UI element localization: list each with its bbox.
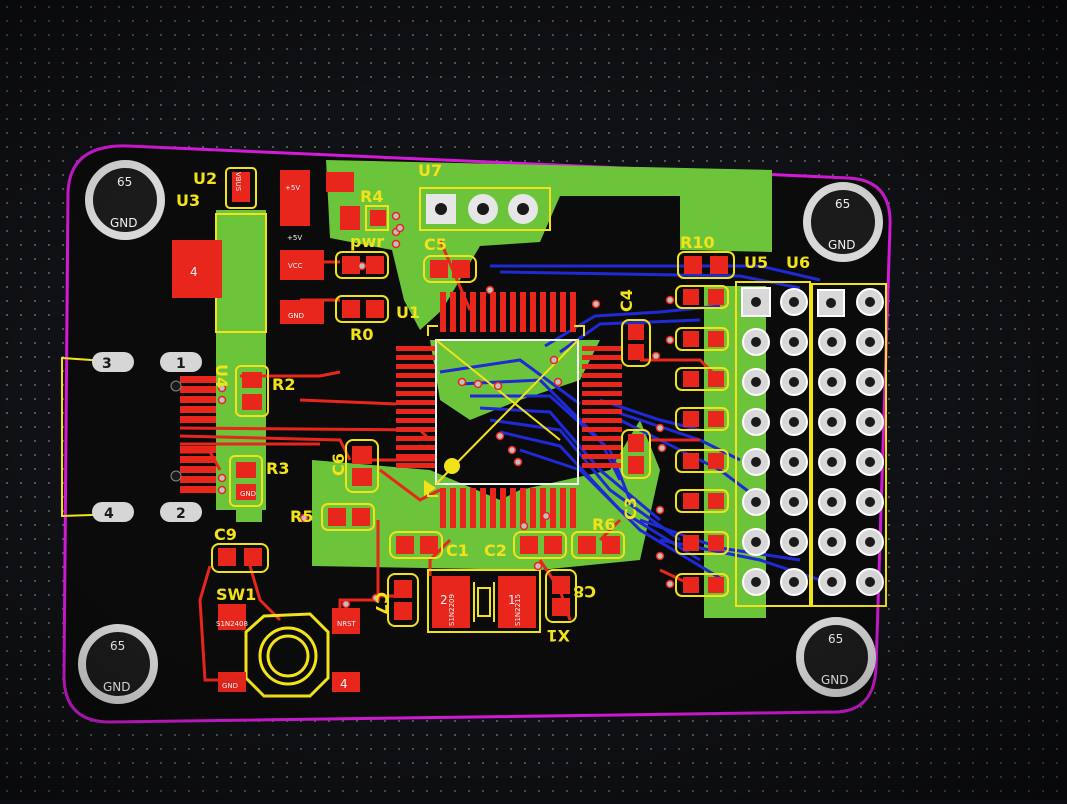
pad-4-b: 4 (340, 677, 348, 691)
label-c3: C3 (621, 497, 640, 520)
hole-bl-label: GND (103, 680, 131, 694)
pad-sw-left: S1N2408 (216, 620, 248, 628)
label-r3: R3 (266, 459, 289, 478)
usb-pin-3: 3 (102, 356, 112, 372)
label-u2: U2 (193, 169, 217, 188)
label-c6: C6 (329, 453, 348, 476)
label-sw1: SW1 (216, 585, 256, 604)
pad-xtal-2: 2 (440, 593, 448, 607)
usb-pin-4: 4 (104, 506, 114, 522)
label-r10: R10 (680, 233, 715, 252)
label-r5: R5 (290, 507, 313, 526)
label-r4: R4 (360, 187, 383, 206)
pad-gnd: GND (288, 312, 304, 320)
hole-tl-net: 65 (117, 175, 132, 189)
pad-gnd-sw: GND (222, 682, 238, 690)
pad-xtal-left: S1N2209 (448, 594, 456, 626)
hole-tl-label: GND (110, 216, 138, 230)
pad-5v-b: +5V (287, 234, 302, 242)
pad-5v-a: +5V (285, 184, 300, 192)
pad-nrst: NRST (337, 620, 357, 628)
hole-tr-label: GND (828, 238, 856, 252)
label-c2: C2 (484, 541, 507, 560)
label-r6: R6 (592, 515, 615, 534)
hole-br-label: GND (821, 673, 849, 687)
hole-bl-net: 65 (110, 639, 125, 653)
label-u6: U6 (786, 253, 810, 272)
label-r0: R0 (350, 325, 373, 344)
hole-tr-net: 65 (835, 197, 850, 211)
label-c7: C7 (372, 592, 391, 615)
label-u4: U4 (212, 364, 231, 388)
label-x1: X1 (547, 626, 570, 645)
label-c9: C9 (214, 525, 237, 544)
label-u7: U7 (418, 161, 442, 180)
label-u1: U1 (396, 303, 420, 322)
pad-vbus: VBUS (234, 172, 242, 192)
label-u3: U3 (176, 191, 200, 210)
label-pwr: pwr (350, 232, 384, 251)
label-c1: C1 (446, 541, 469, 560)
label-r2: R2 (272, 375, 295, 394)
label-c8: C8 (573, 582, 596, 601)
label-c4: C4 (617, 289, 636, 312)
pad-xtal-1: 1 (508, 593, 516, 607)
pad-vcc: VCC (288, 262, 303, 270)
hole-br-net: 65 (828, 632, 843, 646)
pad-4-a: 4 (190, 265, 198, 279)
label-c5: C5 (424, 235, 447, 254)
usb-pin-1: 1 (176, 356, 186, 372)
label-u5: U5 (744, 253, 768, 272)
pad-gnd-r3: GND (240, 490, 256, 498)
usb-pin-2: 2 (176, 506, 186, 522)
